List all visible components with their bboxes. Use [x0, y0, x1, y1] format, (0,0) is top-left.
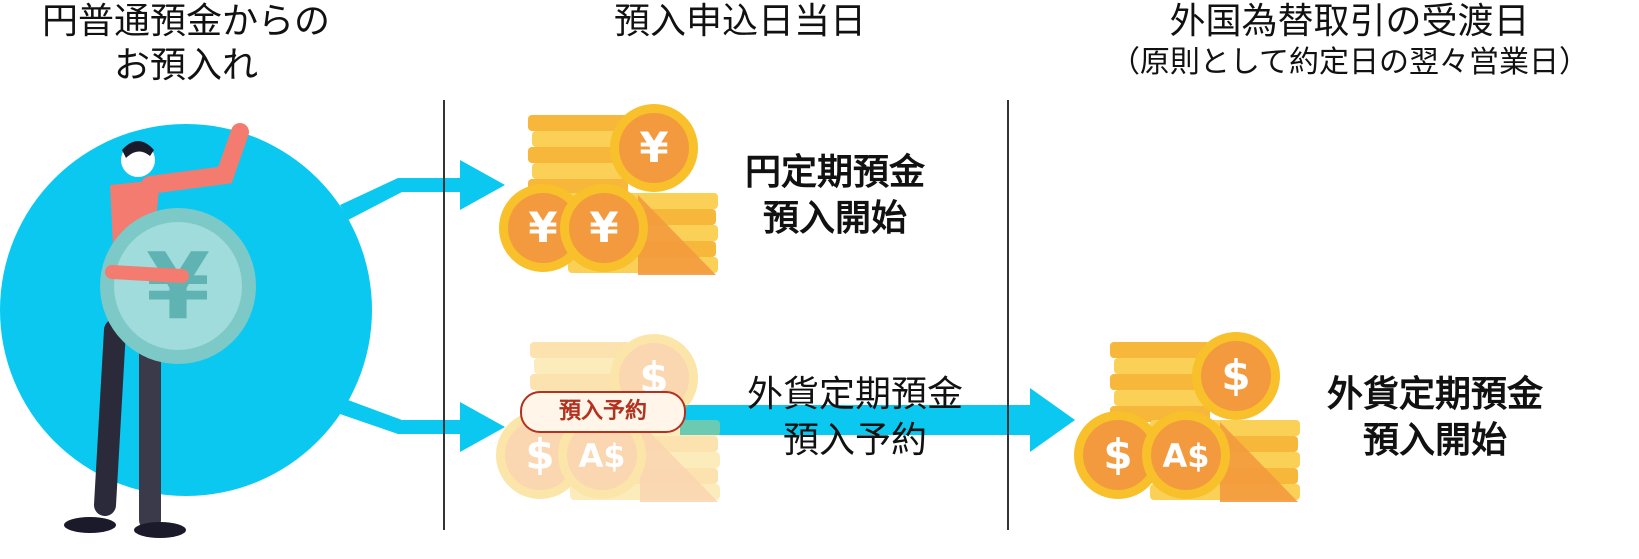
header-application-day: 預入申込日当日 [560, 0, 920, 44]
divider-application-day [443, 100, 445, 530]
label-fx-reserve-line1: 外貨定期預金 [746, 374, 963, 415]
svg-text:$: $ [525, 430, 554, 479]
header-source-line2: お預入れ [113, 45, 258, 86]
header-fx-day: 外国為替取引の受渡日 （原則として約定日の翌々営業日） [1060, 0, 1639, 82]
divider-fx-day [1007, 100, 1009, 530]
svg-text:¥: ¥ [639, 123, 668, 172]
svg-text:$: $ [1103, 430, 1132, 479]
label-fx-start-line1: 外貨定期預金 [1326, 374, 1543, 415]
svg-text:¥: ¥ [528, 203, 557, 252]
coin-yen-left: ¥ [499, 184, 587, 272]
arrow-to-fx-start [680, 388, 1075, 452]
yen-symbol: ¥ [146, 233, 210, 340]
label-fx-reserve-line2: 預入予約 [782, 420, 927, 461]
coin-yen-top: ¥ [610, 104, 698, 192]
reservation-badge: 預入予約 [520, 391, 686, 433]
svg-text:$: $ [1221, 351, 1250, 400]
label-fx-reserve: 外貨定期預金 預入予約 [720, 372, 990, 464]
source-illustration: ¥ [0, 123, 372, 538]
arrow-to-yen-deposit [340, 160, 505, 220]
svg-text:A$: A$ [1162, 437, 1209, 475]
header-source-line1: 円普通預金からの [41, 1, 330, 42]
label-fx-start-line2: 預入開始 [1362, 420, 1507, 461]
header-fx-day-note: （原則として約定日の翌々営業日） [1109, 45, 1590, 80]
header-application-day-text: 預入申込日当日 [613, 1, 866, 42]
coin-dollar-top: $ [1192, 332, 1280, 420]
label-yen-time-deposit-line1: 円定期預金 [744, 152, 925, 193]
arrow-to-fx-reserve [340, 400, 505, 452]
coin-yen-right: ¥ [560, 184, 648, 272]
svg-text:¥: ¥ [589, 203, 618, 252]
header-source: 円普通預金からの お預入れ [0, 0, 372, 88]
label-fx-start: 外貨定期預金 預入開始 [1300, 372, 1570, 464]
svg-text:A$: A$ [578, 437, 625, 475]
header-fx-day-text: 外国為替取引の受渡日 [1169, 1, 1530, 42]
label-yen-time-deposit-line2: 預入開始 [762, 198, 907, 239]
coin-dollar-left: $ [1074, 411, 1162, 499]
label-yen-time-deposit: 円定期預金 預入開始 [720, 150, 950, 242]
coin-aud: A$ [1142, 411, 1230, 499]
